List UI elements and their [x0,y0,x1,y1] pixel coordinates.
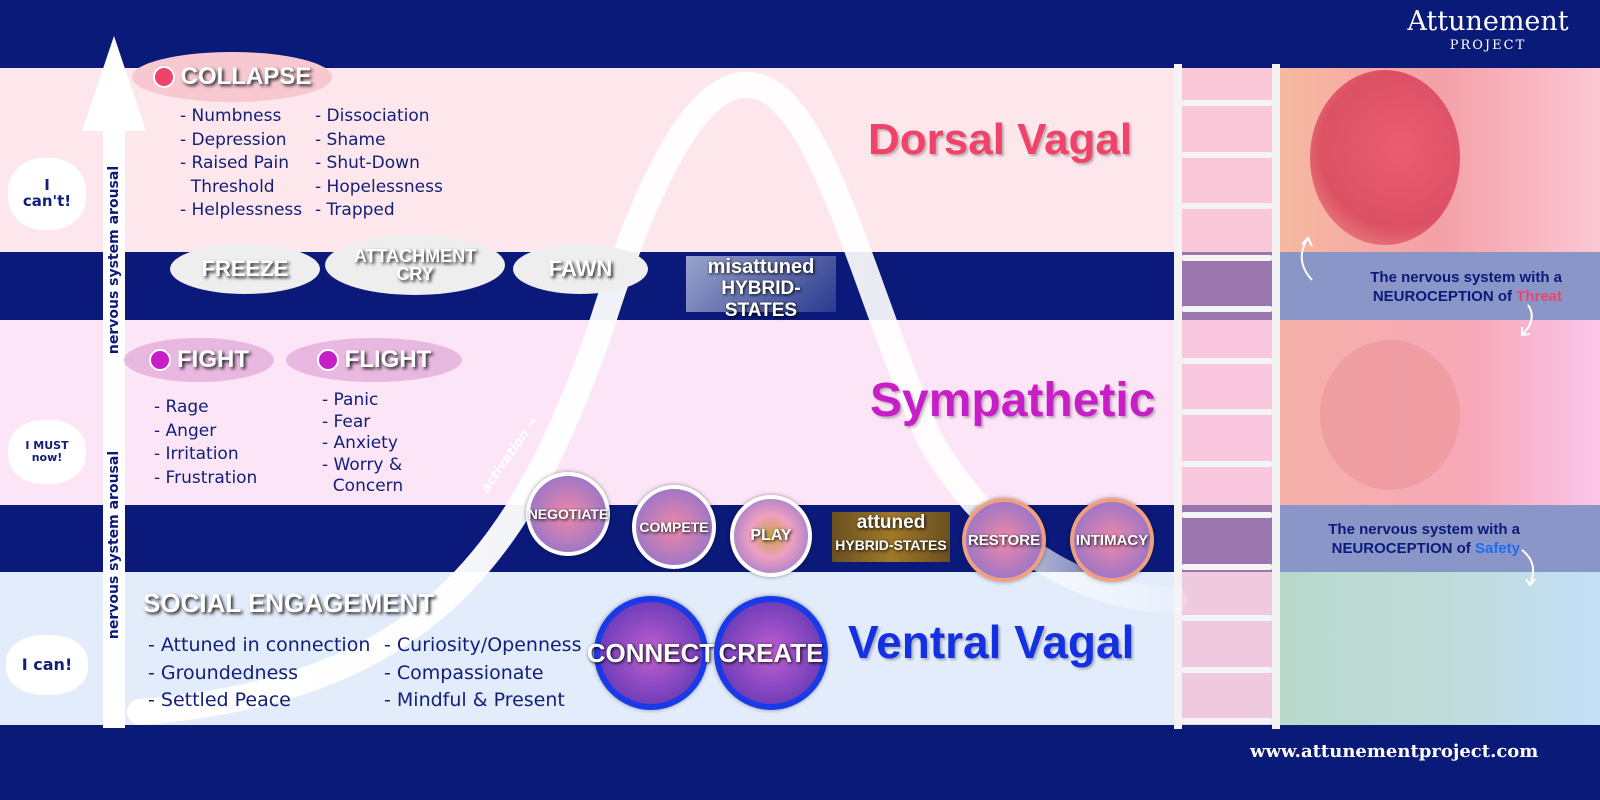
list-item: - Irritation [154,444,239,464]
ladder-rung [1182,409,1272,415]
logo-name: Attunement [1407,6,1569,37]
flight-label: FLIGHT [286,338,462,382]
ladder-rung [1182,254,1272,261]
dorsal-list-2: - Dissociation - Shame - Shut-Down - Hopele… [315,105,443,223]
ventral-list-1: - Attuned in connection - Groundedness - S… [148,632,370,715]
list-item: Concern [322,476,404,496]
ladder-rung [1182,512,1272,518]
list-item: - Settled Peace [148,689,291,711]
safety-line1: The nervous system with a [1328,521,1520,538]
hybrid-top-text: misattuned [707,256,815,278]
ladder-rung [1182,460,1272,467]
freeze-state: FREEZE [170,244,320,294]
ladder-rail-left [1174,64,1182,729]
misattuned-hybrid-states: misattuned HYBRID-STATES [686,256,836,321]
list-item: - Shame [315,129,386,150]
create-badge: CREATE [714,596,828,710]
ventral-list-2: - Curiosity/Openness - Compassionate - Min… [384,632,581,715]
list-item: - Compassionate [384,661,544,684]
list-item: - Mindful & Present [384,689,565,711]
sympathetic-title: Sympathetic [870,374,1156,427]
list-item: - Hopelessness [315,176,443,197]
list-item: - Fear [322,411,371,432]
flight-list: - Panic- Fear- Anxiety- Worry & Concern [322,390,403,498]
list-item: - Anxiety [322,433,398,453]
ladder-rail-right [1272,64,1280,729]
hybrid-bottom-text: HYBRID-STATES [721,278,801,321]
fight-dot-icon [149,349,171,371]
list-item: - Worry & [322,454,403,475]
hybrid-top-text: attuned [856,512,926,533]
fight-list: - Rage - Anger - Irritation - Frustration [154,396,257,490]
flight-dot-icon [316,349,339,371]
list-item: - Attuned in connection [148,634,371,656]
connect-badge: CONNECT [587,596,715,710]
neuroception-arrows-icon [1300,236,1536,587]
list-item: - Shut-Down [315,153,420,173]
play-badge: PLAY [730,495,812,577]
list-item: - Groundedness [148,661,299,684]
restore-badge: RESTORE [962,498,1046,582]
thought-cloud-dorsal: I can't! [8,158,86,230]
axis-label-top: nervous system arousal [106,165,122,355]
dorsal-list-1: - Numbness - Depression - Raised Pain Thre… [180,105,302,223]
threat-overlay [1280,252,1600,320]
ladder-rung [1182,357,1272,364]
neuroception-safety: The nervous system with a NEUROCEPTION o… [1328,520,1520,558]
list-item: - Curiosity/Openness [384,634,582,656]
safety-line2: NEUROCEPTION of [1331,540,1471,557]
list-item: - Rage [154,397,209,417]
red-lamp [1310,70,1460,245]
traffic-light-green [1280,572,1600,725]
negotiate-badge: NEGOTIATE [526,472,610,556]
amber-lamp [1320,340,1460,490]
neuroception-threat: The nervous system with a NEUROCEPTION o… [1370,268,1562,306]
fight-text: FIGHT [177,346,249,373]
fight-label: FIGHT [124,338,274,382]
list-item: - Depression [180,129,287,150]
ladder-rung [1182,563,1272,570]
attachment-cry-state: ATTACHMENT CRY [325,235,505,295]
collapse-text: COLLAPSE [180,63,312,90]
intimacy-badge: INTIMACY [1070,498,1154,582]
logo-sub: PROJECT [1449,38,1527,53]
list-item: - Dissociation [315,106,430,126]
ladder-rung [1182,615,1272,621]
social-engagement-label: SOCIAL ENGAGEMENT [143,588,435,618]
list-item: - Frustration [154,467,258,488]
hybrid-bottom-text: HYBRID-STATES [835,537,947,553]
ladder-rung [1182,203,1272,209]
list-item: - Anger [154,420,217,441]
dorsal-title: Dorsal Vagal [868,115,1133,164]
axis-label-bottom: nervous system arousal [106,450,122,640]
logo: Attunement PROJECT [1388,6,1588,53]
ladder-rung [1182,100,1272,106]
arousal-arrow [103,128,125,728]
list-item: - Trapped [315,200,395,220]
ventral-title: Ventral Vagal [848,616,1135,668]
threat-word: Threat [1516,288,1562,305]
ladder-rung [1182,306,1272,312]
footer-url[interactable]: www.attunementproject.com [1250,741,1539,762]
thought-cloud-sympathetic: I MUST now! [8,420,86,484]
threat-line1: The nervous system with a [1370,269,1562,286]
ladder-rung [1182,151,1272,158]
collapse-label: COLLAPSE [132,52,332,102]
threat-line2: NEUROCEPTION of [1372,288,1512,305]
list-item: - Panic [322,390,379,410]
flight-text: FLIGHT [344,346,432,373]
safety-overlay [1280,505,1600,572]
safety-word: Safety [1474,540,1520,557]
list-item: Threshold [180,176,275,197]
attuned-hybrid-states: attuned HYBRID-STATES [832,512,950,562]
list-item: - Helplessness [180,200,303,220]
list-item: - Numbness [180,106,282,126]
collapse-dot-icon [152,66,175,88]
thought-cloud-ventral: I can! [6,635,88,695]
ladder-rung [1182,718,1272,724]
compete-badge: COMPETE [632,485,716,569]
list-item: - Raised Pain [180,153,290,173]
fawn-state: FAWN [513,244,648,294]
ladder-rung [1182,666,1272,673]
